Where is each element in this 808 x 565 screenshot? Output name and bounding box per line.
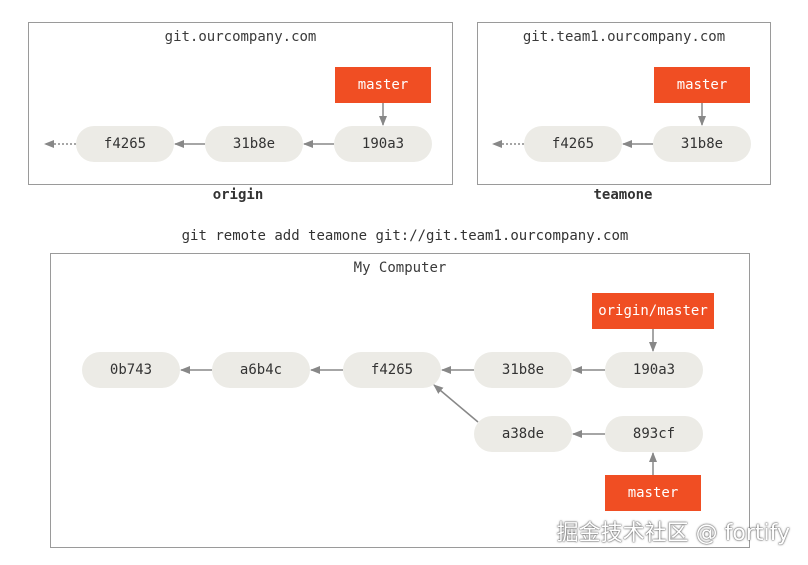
teamone-master-branch: master: [654, 67, 750, 103]
origin-commit-190a3: 190a3: [334, 126, 432, 162]
teamone-commit-f4265: f4265: [524, 126, 622, 162]
local-commit-a6b4c: a6b4c: [212, 352, 310, 388]
local-commit-0b743: 0b743: [82, 352, 180, 388]
origin-master-remote-branch: origin/master: [592, 293, 714, 329]
teamone-server-title: git.team1.ourcompany.com: [522, 29, 726, 45]
origin-commit-f4265: f4265: [76, 126, 174, 162]
watermark: 掘金技术社区 @ fortify: [556, 521, 790, 546]
origin-commit-31b8e: 31b8e: [205, 126, 303, 162]
remote-add-command: git remote add teamone git://git.team1.o…: [181, 228, 629, 244]
local-master-branch: master: [605, 475, 701, 511]
local-commit-893cf: 893cf: [605, 416, 703, 452]
local-commit-f4265: f4265: [343, 352, 441, 388]
local-commit-a38de: a38de: [474, 416, 572, 452]
origin-caption: origin: [212, 187, 264, 203]
local-commit-31b8e: 31b8e: [474, 352, 572, 388]
teamone-caption: teamone: [593, 187, 653, 203]
local-arrow-a38de-f4265: [433, 384, 479, 423]
origin-server-title: git.ourcompany.com: [164, 29, 317, 45]
origin-master-branch: master: [335, 67, 431, 103]
teamone-commit-31b8e: 31b8e: [653, 126, 751, 162]
local-computer-title: My Computer: [353, 260, 447, 276]
local-commit-190a3: 190a3: [605, 352, 703, 388]
